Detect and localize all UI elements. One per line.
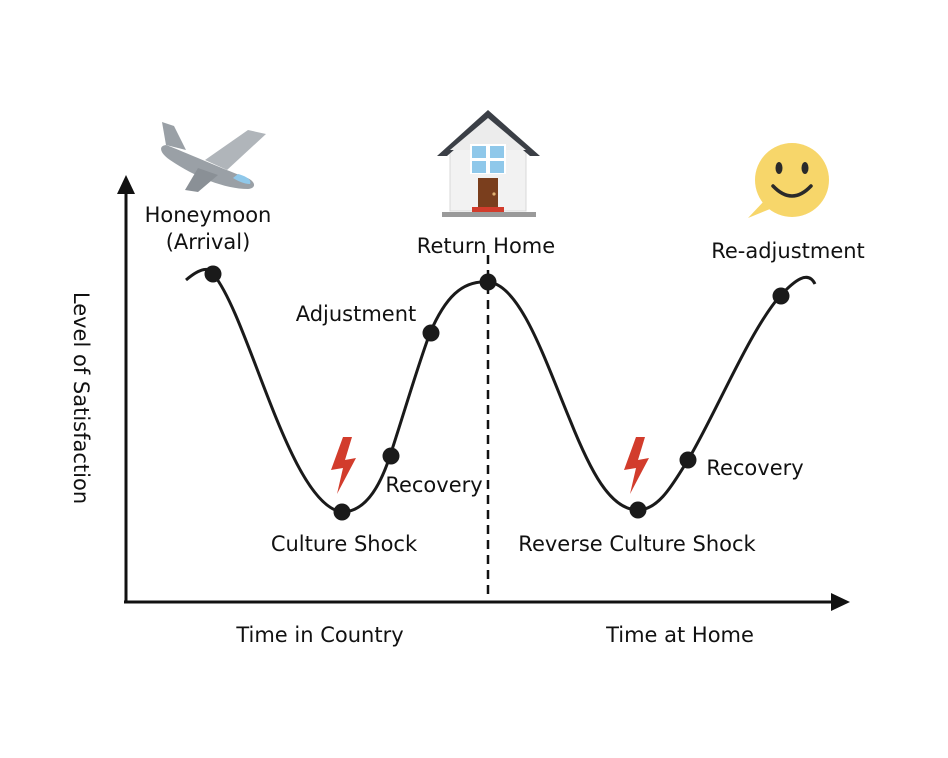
point-adjustment — [422, 324, 440, 342]
y-axis-arrow-icon — [117, 175, 135, 194]
label-readjustment: Re-adjustment — [711, 239, 865, 263]
x-axis-label-time-in-country: Time in Country — [235, 623, 403, 647]
point-return-home — [479, 273, 497, 291]
label-recovery-1: Recovery — [385, 473, 482, 497]
label-recovery-2: Recovery — [706, 456, 803, 480]
point-recovery-2 — [679, 451, 697, 469]
point-readjustment — [772, 287, 790, 305]
label-return-home: Return Home — [417, 234, 555, 258]
point-honeymoon — [204, 265, 222, 283]
label-culture-shock: Culture Shock — [271, 532, 418, 556]
lightning-icon — [331, 437, 356, 494]
point-recovery-1 — [382, 447, 400, 465]
lightning-icon — [624, 437, 649, 494]
airplane-icon — [161, 122, 266, 192]
y-axis-label: Level of Satisfaction — [69, 292, 93, 504]
smiley-icon — [748, 143, 829, 218]
x-axis-label-time-at-home: Time at Home — [605, 623, 754, 647]
curve-points — [204, 265, 790, 521]
house-icon — [437, 110, 540, 217]
point-culture-shock — [333, 503, 351, 521]
point-reverse-culture-shock — [629, 501, 647, 519]
axes — [117, 175, 850, 611]
label-honeymoon: Honeymoon — [145, 203, 272, 227]
label-adjustment: Adjustment — [296, 302, 417, 326]
x-axis-arrow-icon — [831, 593, 850, 611]
label-arrival: (Arrival) — [166, 230, 251, 254]
label-reverse-culture-shock: Reverse Culture Shock — [518, 532, 756, 556]
